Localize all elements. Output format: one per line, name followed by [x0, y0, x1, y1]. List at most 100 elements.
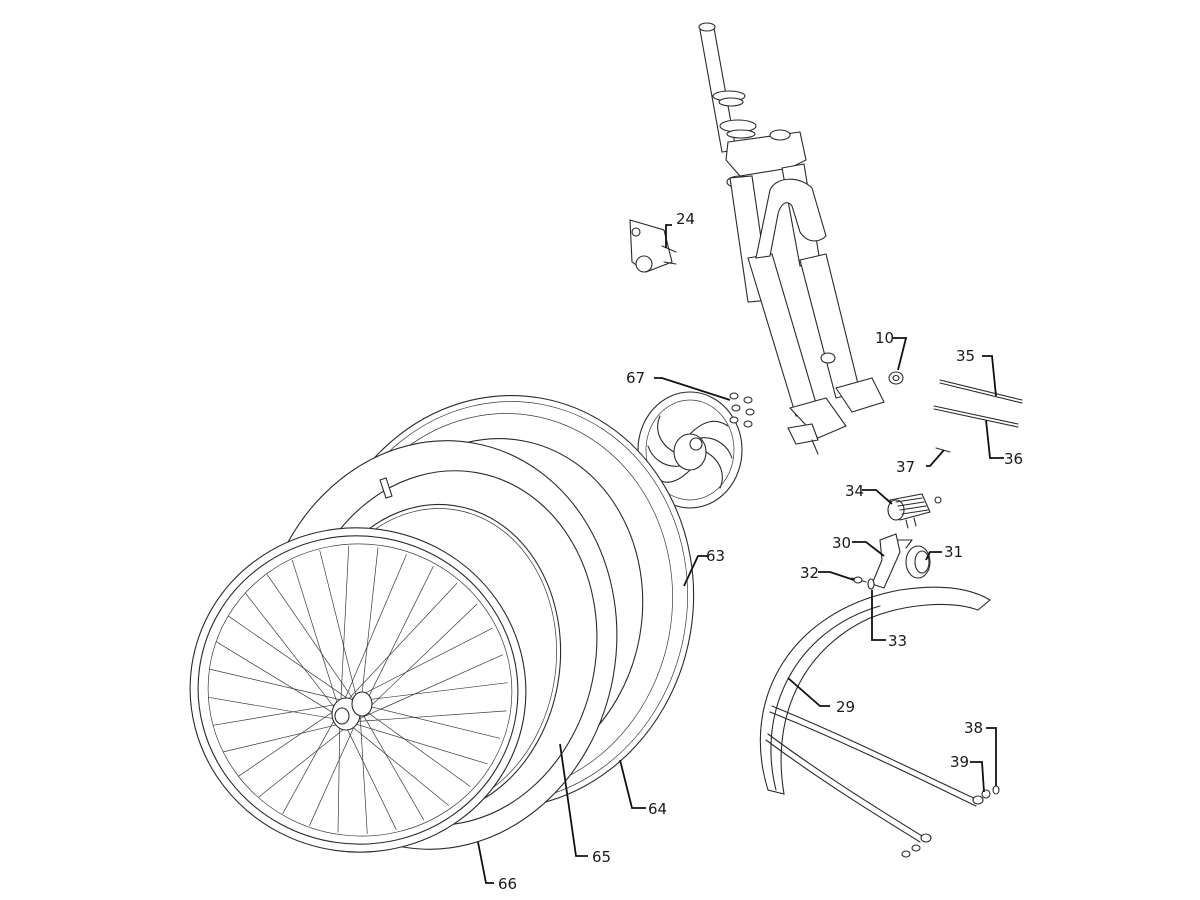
leader-66: [477, 841, 494, 884]
stay-eyelet-upper: [972, 795, 984, 805]
callout-65: 65: [592, 848, 611, 866]
wheel-spoke: [309, 713, 361, 826]
wheel-spoke: [258, 717, 359, 798]
rotor-bolt: [745, 408, 755, 416]
leader-63: [683, 555, 708, 587]
rotor-bolt: [731, 404, 741, 412]
callout-63: 63: [706, 547, 725, 565]
caliper-bleed-port: [631, 227, 641, 237]
wheel-spoke: [319, 550, 360, 709]
callout-37: 37: [896, 458, 915, 476]
callout-24: 24: [676, 210, 695, 228]
front-fender: [759, 586, 991, 843]
tube-valve: [379, 477, 393, 499]
callout-64: 64: [648, 800, 667, 818]
brake-caliper: [629, 219, 677, 273]
hub-axle: [334, 707, 350, 725]
fork-arch: [755, 178, 827, 259]
wheel-spoke: [351, 701, 500, 739]
reflector-inner: [914, 550, 930, 574]
wheel-spoke: [359, 709, 368, 834]
rotor-bolt: [743, 420, 753, 428]
suspension-fork: [698, 22, 885, 455]
wheel-spoke: [359, 547, 379, 713]
callout-10: 10: [875, 329, 894, 347]
leader-65: [559, 743, 588, 857]
wheel-spoke: [353, 654, 504, 722]
wheel-rim-outer: [189, 527, 527, 853]
wheel-spokes: [208, 546, 508, 834]
rotor-bolts: [729, 392, 755, 428]
washer-33: [867, 578, 875, 590]
wheel-66: [189, 527, 527, 853]
rotor-bolt: [729, 416, 739, 424]
leader-24: [665, 224, 672, 248]
leader-36: [985, 419, 1004, 459]
leader-33: [871, 590, 886, 641]
callout-30: 30: [832, 534, 851, 552]
callout-29: 29: [836, 698, 855, 716]
callout-31: 31: [944, 543, 963, 561]
wheel-spoke: [209, 668, 351, 703]
wheel-rim-inner: [207, 543, 513, 837]
callout-67: 67: [626, 369, 645, 387]
callout-66: 66: [498, 875, 517, 893]
headlight-lens: [887, 499, 905, 521]
wheel-spoke: [216, 641, 349, 723]
callout-38: 38: [964, 719, 983, 737]
stay-eyelet-lower: [920, 833, 932, 843]
wheel-spoke: [347, 682, 508, 703]
thru-axle-lever: [787, 423, 819, 445]
leader-lines: [477, 224, 1004, 884]
stay-rod-35: [939, 379, 1023, 404]
leader-37: [926, 449, 945, 467]
rotor-bolt-hole: [689, 437, 703, 451]
cap-ring: [888, 371, 904, 385]
wheel-spoke: [339, 546, 350, 715]
headlight-tabs: [905, 517, 917, 529]
leader-64: [619, 759, 646, 809]
bracket-body: [871, 533, 901, 589]
leader-30: [852, 541, 885, 557]
crown-adjuster-knob: [769, 129, 791, 141]
callout-32: 32: [800, 564, 819, 582]
rotor-bolt: [729, 392, 739, 400]
leader-35: [982, 355, 997, 397]
callout-36: 36: [1004, 450, 1023, 468]
callout-35: 35: [956, 347, 975, 365]
wheel-rim-channel: [197, 535, 519, 845]
fender-hardware: [901, 785, 1000, 858]
leader-32: [818, 571, 855, 581]
lower-nut: [901, 850, 911, 858]
fender-stay-upper: [769, 705, 979, 807]
callout-33: 33: [888, 632, 907, 650]
wheel-spoke: [339, 554, 407, 711]
rotor-bolt: [743, 396, 753, 404]
callout-39: 39: [950, 753, 969, 771]
fender-stay-lower: [765, 733, 923, 843]
screw-38: [992, 785, 1000, 795]
leader-34: [862, 489, 893, 505]
lower-washer: [911, 844, 921, 852]
leader-38: [986, 727, 997, 786]
bolt-32: [851, 576, 867, 584]
mount-bracket-30: [871, 533, 913, 589]
headset-cone-upper: [718, 97, 744, 107]
wheel-spoke: [228, 615, 354, 704]
wheel-spoke: [358, 566, 434, 716]
headlight-34: [887, 493, 942, 529]
wheel-spoke: [341, 582, 458, 707]
leader-67: [654, 377, 731, 401]
callout-34: 34: [845, 482, 864, 500]
brake-disc-rotor: [637, 391, 743, 509]
bracket-arm: [897, 539, 913, 549]
callout-labels: 24 10 67 35 36 37 34 30 31 32 33 63 29 3…: [498, 210, 1023, 893]
rotor-braking-track: [645, 399, 735, 501]
leader-39: [970, 761, 985, 793]
steerer-top: [698, 22, 716, 32]
leader-31: [925, 551, 942, 561]
headlight-fins: [895, 497, 929, 515]
rotor-carrier: [673, 433, 707, 471]
